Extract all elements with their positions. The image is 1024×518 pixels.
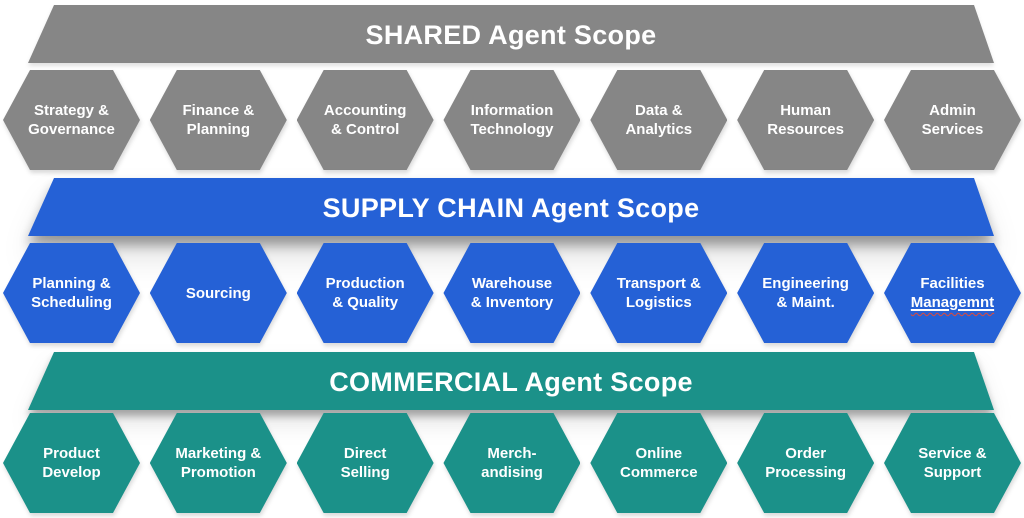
banner-commercial: COMMERCIAL Agent Scope <box>28 352 994 410</box>
hex-label-line: & Control <box>330 121 400 138</box>
band-supply-chain-scope: SUPPLY CHAIN Agent Scope Planning & Sche… <box>0 178 1024 348</box>
hex-label-line: Selling <box>340 464 390 481</box>
hex-admin-services: Admin Services <box>884 70 1021 170</box>
hex-accounting-control: Accounting & Control <box>297 70 434 170</box>
hex-label-line: Production <box>325 275 405 292</box>
hex-label-line: Planning <box>186 121 250 138</box>
banner-title: SUPPLY CHAIN Agent Scope <box>322 193 700 223</box>
hex-facilities-managemnt: Facilities Managemnt <box>884 243 1021 343</box>
hex-engineering-maint: Engineering & Maint. <box>737 243 874 343</box>
hex-label-line: Engineering <box>762 275 849 292</box>
hex-data-analytics: Data & Analytics <box>590 70 727 170</box>
hex-label-line: Resources <box>767 121 844 138</box>
hex-label-line: Support <box>923 464 982 481</box>
hex-label-line: Marketing & <box>175 445 262 462</box>
hex-label-line: Develop <box>42 464 101 481</box>
hex-production-quality: Production & Quality <box>297 243 434 343</box>
hex-service-support: Service & Support <box>884 413 1021 513</box>
hex-label-line: Information <box>470 102 554 119</box>
hex-row-commercial: Product Develop Marketing & Promotion Di… <box>3 413 1021 513</box>
hex-label-line: Promotion <box>180 464 256 481</box>
hex-label-line: Product <box>43 445 100 462</box>
hex-label-line: Data & <box>635 102 683 119</box>
hex-label-line: Service & <box>918 445 987 462</box>
banner-title: COMMERCIAL Agent Scope <box>329 367 693 397</box>
hex-row-supply-chain: Planning & Scheduling Sourcing Productio… <box>3 243 1021 343</box>
hex-label-line: Facilities <box>920 275 985 292</box>
band-shared-scope: SHARED Agent Scope Strategy & Governance… <box>0 5 1024 175</box>
hex-marketing-promotion: Marketing & Promotion <box>150 413 287 513</box>
hex-label-line: Commerce <box>620 464 698 481</box>
hex-label-line: Sourcing <box>185 284 251 302</box>
hex-label-line: Planning & <box>32 275 111 292</box>
hex-label-line-misspelled: Managemnt <box>910 294 995 311</box>
hex-label-line: Scheduling <box>31 294 112 311</box>
hex-label-line: Human <box>780 102 832 119</box>
hex-label-line: & Quality <box>332 294 399 311</box>
hex-label-line: Services <box>921 121 984 138</box>
hex-label-line: Logistics <box>625 294 692 311</box>
hex-label-line: Accounting <box>323 102 407 119</box>
hex-planning-scheduling: Planning & Scheduling <box>3 243 140 343</box>
banner-title: SHARED Agent Scope <box>365 20 657 50</box>
hex-label-line: Strategy & <box>33 102 110 119</box>
banner-shared: SHARED Agent Scope <box>28 5 994 63</box>
hex-strategy-governance: Strategy & Governance <box>3 70 140 170</box>
hex-label-line: Merch- <box>487 445 537 462</box>
hex-transport-logistics: Transport & Logistics <box>590 243 727 343</box>
hex-label-line: andising <box>481 464 543 481</box>
hex-label-line: Direct <box>343 445 387 462</box>
hex-label-line: Governance <box>28 121 115 138</box>
hex-label-line: & Maint. <box>776 294 835 311</box>
banner-supply-chain: SUPPLY CHAIN Agent Scope <box>28 178 994 236</box>
hex-product-develop: Product Develop <box>3 413 140 513</box>
hex-warehouse-inventory: Warehouse & Inventory <box>443 243 580 343</box>
hex-label-line: & Inventory <box>470 294 554 311</box>
hex-label-line: Processing <box>765 464 847 481</box>
hex-sourcing: Sourcing <box>150 243 287 343</box>
hex-label-line: Analytics <box>625 121 693 138</box>
hex-finance-planning: Finance & Planning <box>150 70 287 170</box>
hex-label-line: Transport & <box>616 275 701 292</box>
hex-order-processing: Order Processing <box>737 413 874 513</box>
hex-label-line: Technology <box>470 121 554 138</box>
hex-label-line: Admin <box>929 102 976 119</box>
hex-label-line: Finance & <box>182 102 255 119</box>
hex-information-technology: Information Technology <box>443 70 580 170</box>
hex-row-shared: Strategy & Governance Finance & Planning… <box>3 70 1021 170</box>
hex-merchandising: Merch- andising <box>443 413 580 513</box>
band-commercial-scope: COMMERCIAL Agent Scope Product Develop M… <box>0 352 1024 518</box>
hex-human-resources: Human Resources <box>737 70 874 170</box>
hex-direct-selling: Direct Selling <box>297 413 434 513</box>
hex-label-line: Order <box>785 445 827 462</box>
hex-label-line: Warehouse <box>471 275 553 292</box>
hex-online-commerce: Online Commerce <box>590 413 727 513</box>
hex-label-line: Online <box>635 445 683 462</box>
